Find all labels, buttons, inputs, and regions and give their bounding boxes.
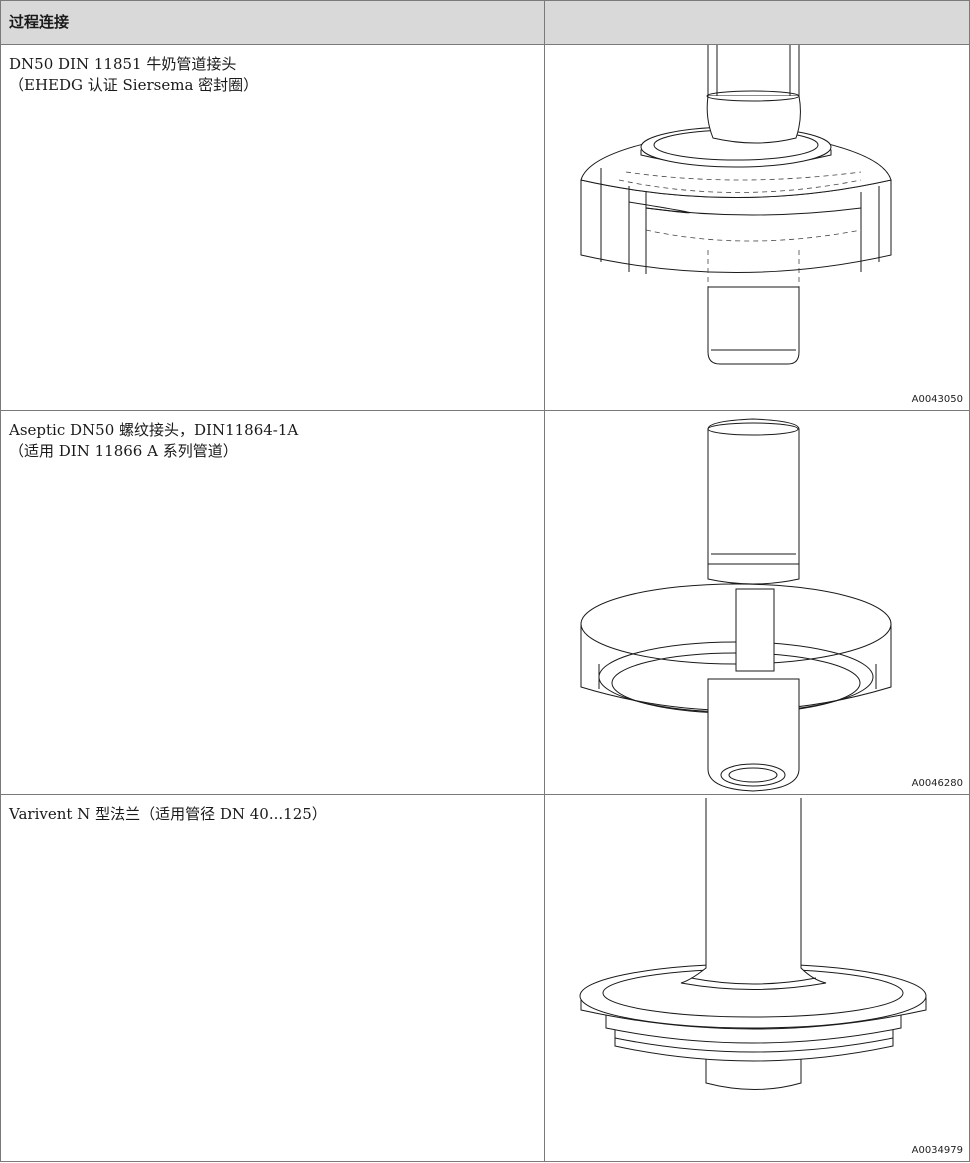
- header-cell-figure: [544, 0, 970, 45]
- figure-code: A0046280: [911, 778, 963, 789]
- table-header-row: 过程连接: [0, 0, 970, 45]
- figure-code: A0043050: [911, 394, 963, 405]
- header-cell-process-connection: 过程连接: [0, 0, 545, 45]
- connection-note: （EHEDG 认证 Siersema 密封圈）: [9, 76, 259, 94]
- table-row: Varivent N 型法兰（适用管径 DN 40...125） A003: [0, 794, 970, 1162]
- figure-code: A0034979: [911, 1145, 963, 1156]
- connection-note: （适用 DIN 11866 A 系列管道）: [9, 442, 238, 460]
- connection-name: DN50 DIN 11851 牛奶管道接头: [9, 55, 237, 73]
- connection-name: Varivent N 型法兰（适用管径 DN 40...125）: [9, 805, 327, 823]
- table-row: DN50 DIN 11851 牛奶管道接头 （EHEDG 认证 Siersema…: [0, 44, 970, 411]
- description-cell: Varivent N 型法兰（适用管径 DN 40...125）: [0, 794, 545, 1162]
- header-label: 过程连接: [9, 13, 70, 31]
- figure-cell: A0046280: [544, 410, 970, 795]
- aseptic-threaded-union-drawing-icon: [580, 418, 892, 792]
- figure-cell: A0034979: [544, 794, 970, 1162]
- figure-cell: A0043050: [544, 44, 970, 411]
- table-row: Aseptic DN50 螺纹接头，DIN11864-1A （适用 DIN 11…: [0, 410, 970, 795]
- description-cell: DN50 DIN 11851 牛奶管道接头 （EHEDG 认证 Siersema…: [0, 44, 545, 411]
- varivent-flange-drawing-icon: [579, 798, 927, 1090]
- description-cell: Aseptic DN50 螺纹接头，DIN11864-1A （适用 DIN 11…: [0, 410, 545, 795]
- milk-pipe-union-drawing-icon: [580, 45, 892, 365]
- connection-name: Aseptic DN50 螺纹接头，DIN11864-1A: [9, 421, 299, 439]
